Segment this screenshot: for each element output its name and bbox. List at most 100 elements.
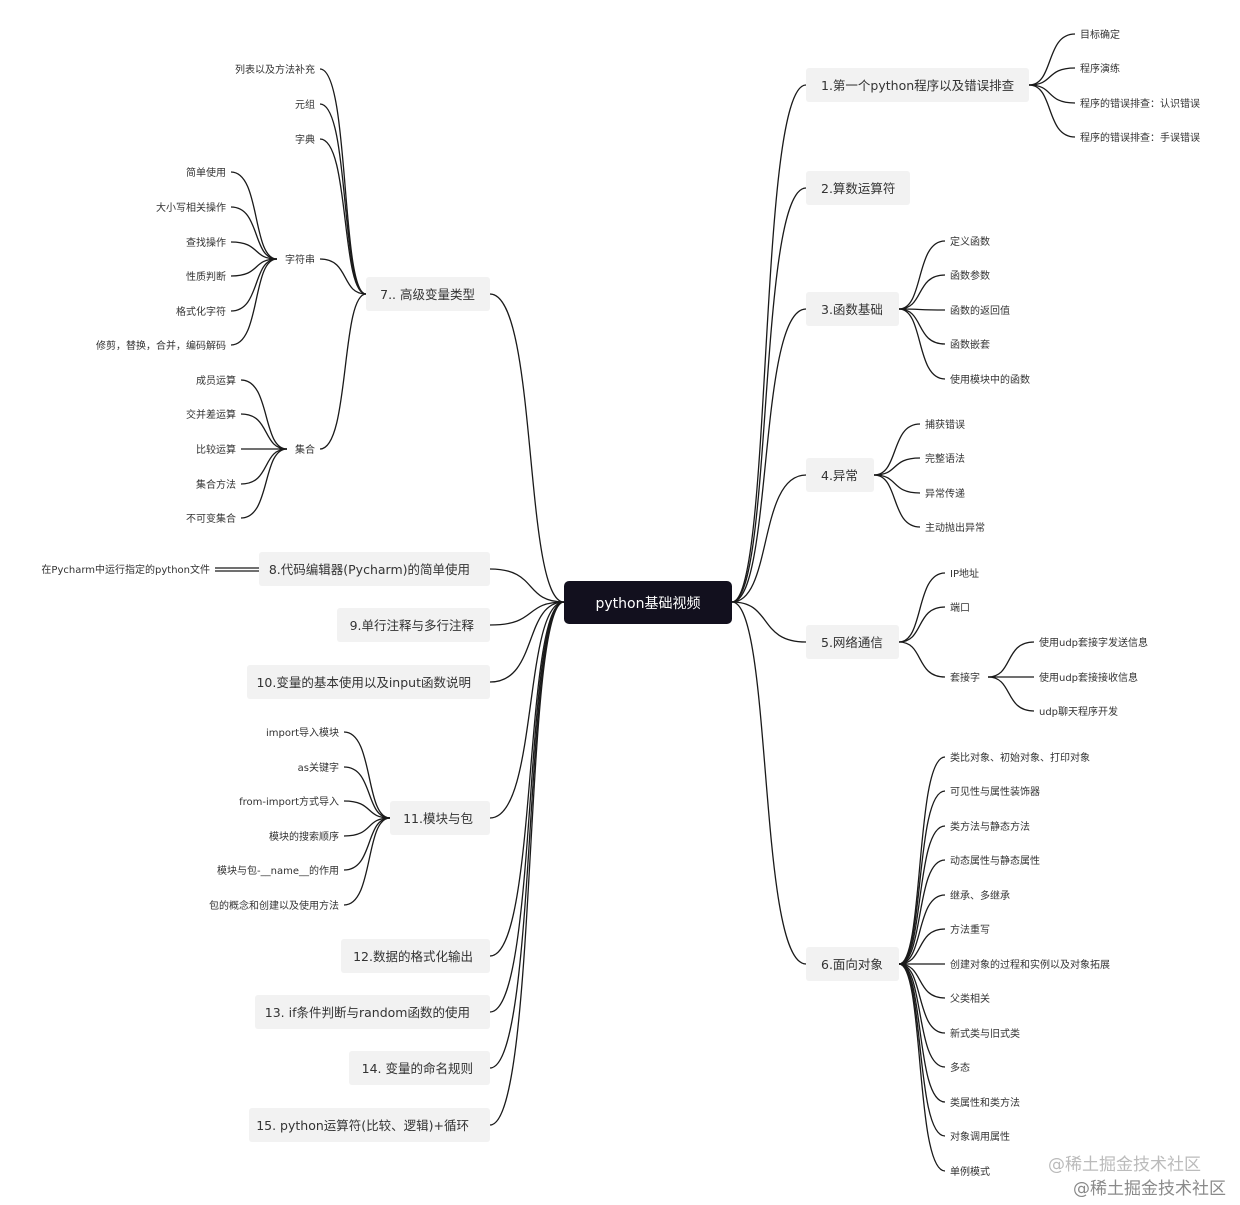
leaf-node[interactable]: 对象调用属性 bbox=[950, 1130, 1010, 1143]
leaf-node[interactable]: 目标确定 bbox=[1080, 28, 1120, 41]
leaf-node[interactable]: 动态属性与静态属性 bbox=[950, 854, 1040, 867]
leaf-node[interactable]: from-import方式导入 bbox=[239, 795, 339, 808]
connector-line bbox=[898, 894, 946, 965]
connector-line bbox=[898, 641, 946, 678]
topic-1-label: 1.第一个python程序以及错误排查 bbox=[821, 78, 1015, 93]
leaf-node[interactable]: 异常传递 bbox=[925, 487, 965, 500]
leaf-node[interactable]: 创建对象的过程和实例以及对象拓展 bbox=[950, 958, 1110, 971]
leaf-node[interactable]: udp聊天程序开发 bbox=[1039, 705, 1118, 718]
leaf-node[interactable]: 新式类与旧式类 bbox=[950, 1027, 1020, 1040]
connector-line bbox=[489, 601, 565, 1013]
connector-line bbox=[1028, 84, 1076, 138]
leaf-node[interactable]: 可见性与属性装饰器 bbox=[950, 785, 1040, 798]
leaf-node[interactable]: 捕获错误 bbox=[925, 418, 965, 431]
topic-6-node[interactable]: 6.面向对象 bbox=[806, 947, 899, 981]
leaf-node[interactable]: 多态 bbox=[950, 1061, 970, 1074]
leaf-node[interactable]: 在Pycharm中运行指定的python文件 bbox=[41, 563, 210, 576]
topic-5-node[interactable]: 5.网络通信 bbox=[806, 625, 899, 659]
topic-15-node[interactable]: 15. python运算符(比较、逻辑)+循环 bbox=[249, 1108, 490, 1142]
leaf-node[interactable]: 单例模式 bbox=[950, 1165, 990, 1178]
leaf-node[interactable]: 程序演练 bbox=[1080, 62, 1120, 75]
topic-8-node[interactable]: 8.代码编辑器(Pycharm)的简单使用 bbox=[259, 552, 490, 586]
leaf-node[interactable]: 模块与包-__name__的作用 bbox=[217, 864, 339, 877]
connector-line bbox=[873, 474, 921, 494]
leaf-node[interactable]: 方法重写 bbox=[950, 923, 990, 936]
leaf-node[interactable]: 端口 bbox=[950, 601, 970, 614]
leaf-node[interactable]: 类方法与静态方法 bbox=[950, 820, 1030, 833]
leaf-node[interactable]: 使用udp套接字发送信息 bbox=[1039, 636, 1148, 649]
leaf-node[interactable]: 性质判断 bbox=[186, 270, 226, 283]
topic-7-node[interactable]: 7.. 高级变量类型 bbox=[366, 277, 490, 311]
leaf-node[interactable]: IP地址 bbox=[950, 567, 979, 580]
leaf-node[interactable]: 程序的错误排查：认识错误 bbox=[1080, 97, 1200, 110]
leaf-node[interactable]: 格式化字符 bbox=[176, 305, 226, 318]
connector-line bbox=[731, 601, 807, 643]
leaf-node[interactable]: 元组 bbox=[295, 98, 315, 111]
leaf-node[interactable]: 完整语法 bbox=[925, 452, 965, 465]
leaf-node[interactable]: 主动抛出异常 bbox=[925, 521, 985, 534]
leaf-node[interactable]: 继承、多继承 bbox=[950, 889, 1010, 902]
topic-14-label: 14. 变量的命名规则 bbox=[362, 1061, 473, 1076]
leaf-node[interactable]: 比较运算 bbox=[196, 443, 236, 456]
leaf-node[interactable]: import导入模块 bbox=[266, 727, 339, 739]
connector-line bbox=[1028, 67, 1076, 86]
leaf-node[interactable]: 列表以及方法补充 bbox=[235, 63, 315, 76]
leaf-node[interactable]: 函数的返回值 bbox=[950, 304, 1010, 317]
leaf-node[interactable]: 交并差运算 bbox=[186, 408, 236, 421]
topic-5-label: 5.网络通信 bbox=[821, 635, 883, 650]
connector-line bbox=[343, 817, 391, 906]
topic-9-node[interactable]: 9.单行注释与多行注释 bbox=[337, 608, 490, 642]
topic-11-label: 11.模块与包 bbox=[403, 811, 473, 826]
leaf-node[interactable]: 定义函数 bbox=[950, 235, 990, 248]
topic-2-node[interactable]: 2.算数运算符 bbox=[806, 171, 910, 205]
leaf-node[interactable]: 大小写相关操作 bbox=[156, 201, 226, 214]
leaf-node[interactable]: 简单使用 bbox=[186, 166, 226, 179]
leaf-node[interactable]: 函数嵌套 bbox=[950, 338, 990, 351]
root-node[interactable]: python基础视频 bbox=[564, 581, 732, 624]
connector-line bbox=[240, 379, 288, 450]
topic-14-node[interactable]: 14. 变量的命名规则 bbox=[349, 1051, 490, 1085]
leaf-node[interactable]: 使用udp套接接收信息 bbox=[1039, 671, 1138, 684]
leaf-node[interactable]: 使用模块中的函数 bbox=[950, 373, 1030, 386]
connector-line bbox=[898, 963, 946, 1172]
leaf-node[interactable]: as关键字 bbox=[298, 761, 339, 774]
topic-12-node[interactable]: 12.数据的格式化输出 bbox=[341, 939, 490, 973]
topic-10-node[interactable]: 10.变量的基本使用以及input函数说明 bbox=[247, 665, 490, 699]
leaf-node[interactable]: 字典 bbox=[295, 133, 315, 146]
connector-line bbox=[343, 817, 391, 871]
connector-line bbox=[1028, 84, 1076, 104]
leaf-node[interactable]: 类属性和类方法 bbox=[950, 1096, 1020, 1109]
leaf-node[interactable]: 父类相关 bbox=[950, 992, 990, 1005]
leaf-node[interactable]: 查找操作 bbox=[186, 236, 226, 249]
topic-13-node[interactable]: 13. if条件判断与random函数的使用 bbox=[255, 995, 490, 1029]
socket-node[interactable]: 套接字 bbox=[950, 671, 980, 684]
leaf-node[interactable]: 修剪，替换，合并，编码解码 bbox=[96, 339, 226, 352]
topic-12-label: 12.数据的格式化输出 bbox=[353, 949, 473, 964]
leaf-node[interactable]: 类比对象、初始对象、打印对象 bbox=[950, 751, 1090, 764]
connector-line bbox=[898, 928, 946, 965]
leaf-node[interactable]: 模块的搜索顺序 bbox=[269, 830, 339, 843]
connector-line bbox=[343, 731, 391, 819]
connector-line bbox=[898, 963, 946, 1068]
leaf-node[interactable]: 包的概念和创建以及使用方法 bbox=[209, 899, 339, 912]
connector-line bbox=[319, 138, 367, 295]
connector-line bbox=[343, 817, 391, 837]
leaf-node[interactable]: 函数参数 bbox=[950, 269, 990, 282]
set-node[interactable]: 集合 bbox=[295, 443, 315, 456]
leaf-node[interactable]: 成员运算 bbox=[196, 374, 236, 387]
connector-line bbox=[898, 274, 946, 310]
string-node[interactable]: 字符串 bbox=[285, 253, 315, 266]
connector-line bbox=[898, 572, 946, 643]
connector-line bbox=[873, 474, 921, 528]
topic-4-node[interactable]: 4.异常 bbox=[806, 458, 874, 492]
leaf-node[interactable]: 程序的错误排查：手误错误 bbox=[1080, 131, 1200, 144]
leaf-node[interactable]: 不可变集合 bbox=[186, 512, 236, 525]
connector-line bbox=[319, 258, 367, 295]
topic-11-node[interactable]: 11.模块与包 bbox=[390, 801, 490, 835]
connector-line bbox=[489, 601, 565, 957]
leaf-node[interactable]: 集合方法 bbox=[196, 478, 236, 491]
connector-line bbox=[319, 293, 367, 450]
topic-3-node[interactable]: 3.函数基础 bbox=[806, 292, 899, 326]
connector-line bbox=[319, 68, 367, 295]
topic-1-node[interactable]: 1.第一个python程序以及错误排查 bbox=[806, 68, 1029, 102]
